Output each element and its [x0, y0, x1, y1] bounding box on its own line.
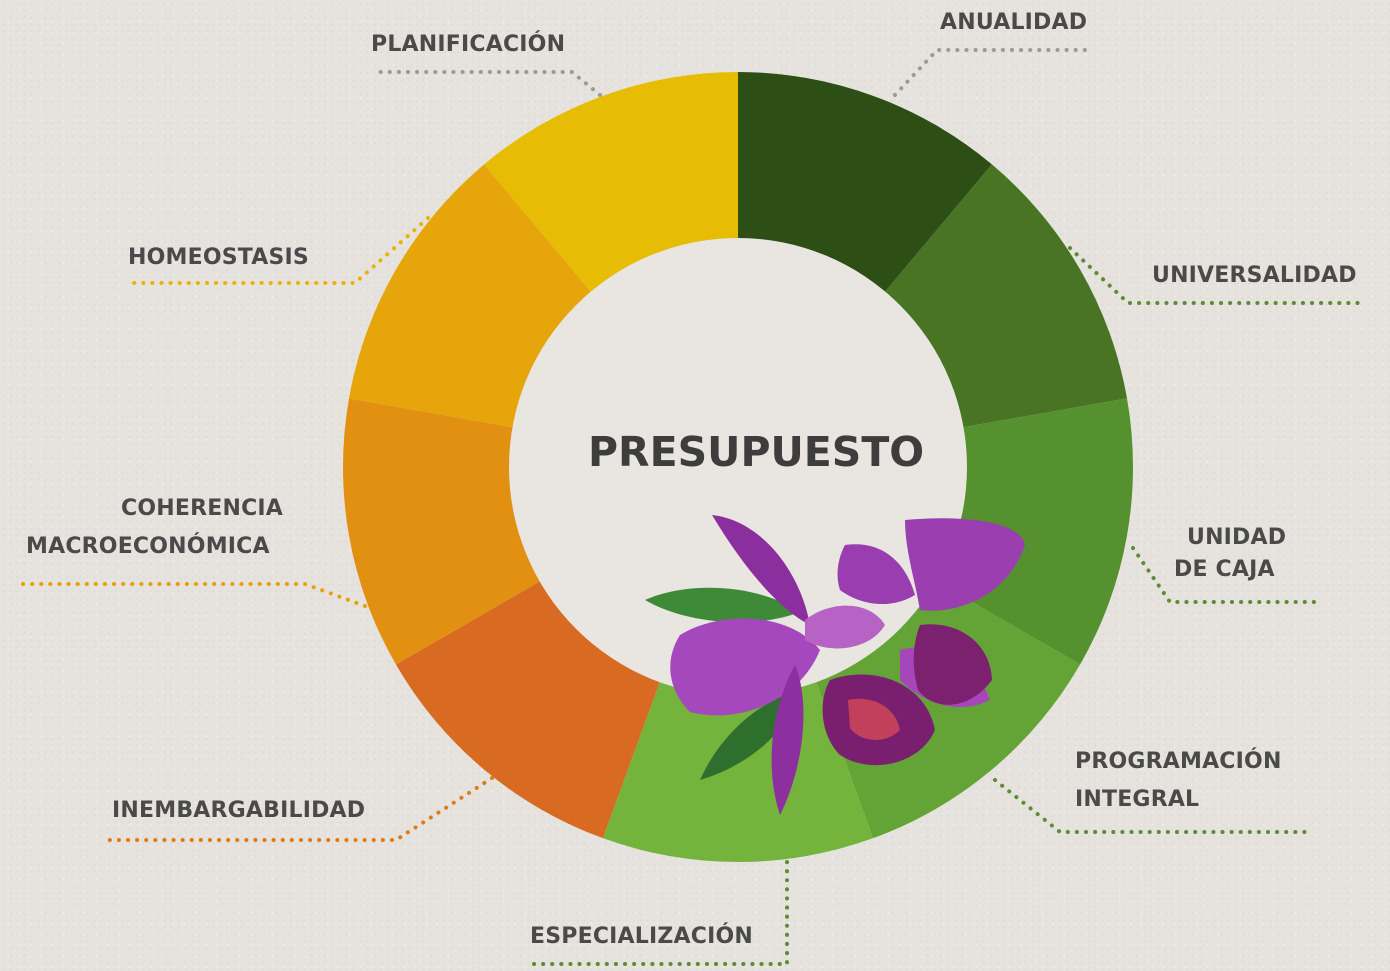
leader-lines — [18, 48, 1367, 966]
label-unidad-line2: DE CAJA — [1174, 557, 1275, 582]
leader-line-inembargabilidad — [106, 776, 494, 842]
leader-line-anualidad — [893, 48, 1092, 97]
leader-line-unidad — [1131, 546, 1324, 604]
leader-line-coherencia — [18, 582, 367, 608]
label-inembargabilidad: INEMBARGABILIDAD — [112, 798, 366, 823]
leaf-icon — [645, 587, 800, 623]
label-planificacion: PLANIFICACIÓN — [371, 32, 566, 57]
label-universalidad: UNIVERSALIDAD — [1152, 263, 1357, 288]
label-especializacion: ESPECIALIZACIÓN — [530, 924, 754, 949]
leaf-icon — [700, 690, 800, 780]
leader-line-planificacion — [370, 70, 602, 97]
leader-line-homeostasis — [128, 216, 430, 285]
center-title: PRESUPUESTO — [588, 428, 925, 476]
label-anualidad: ANUALIDAD — [940, 10, 1088, 35]
orchid-flower-icon — [645, 515, 1025, 815]
label-programacion-line1: PROGRAMACIÓN — [1075, 749, 1282, 774]
leader-line-especializacion — [528, 860, 789, 966]
label-programacion-line2: INTEGRAL — [1075, 787, 1200, 812]
label-homeostasis: HOMEOSTASIS — [128, 245, 309, 270]
label-unidad-line1: UNIDAD — [1187, 525, 1287, 550]
label-coherencia-line1: COHERENCIA — [121, 496, 284, 521]
leader-line-programacion — [993, 778, 1307, 834]
leader-line-universalidad — [1068, 246, 1367, 305]
label-coherencia-line2: MACROECONÓMICA — [26, 534, 270, 559]
